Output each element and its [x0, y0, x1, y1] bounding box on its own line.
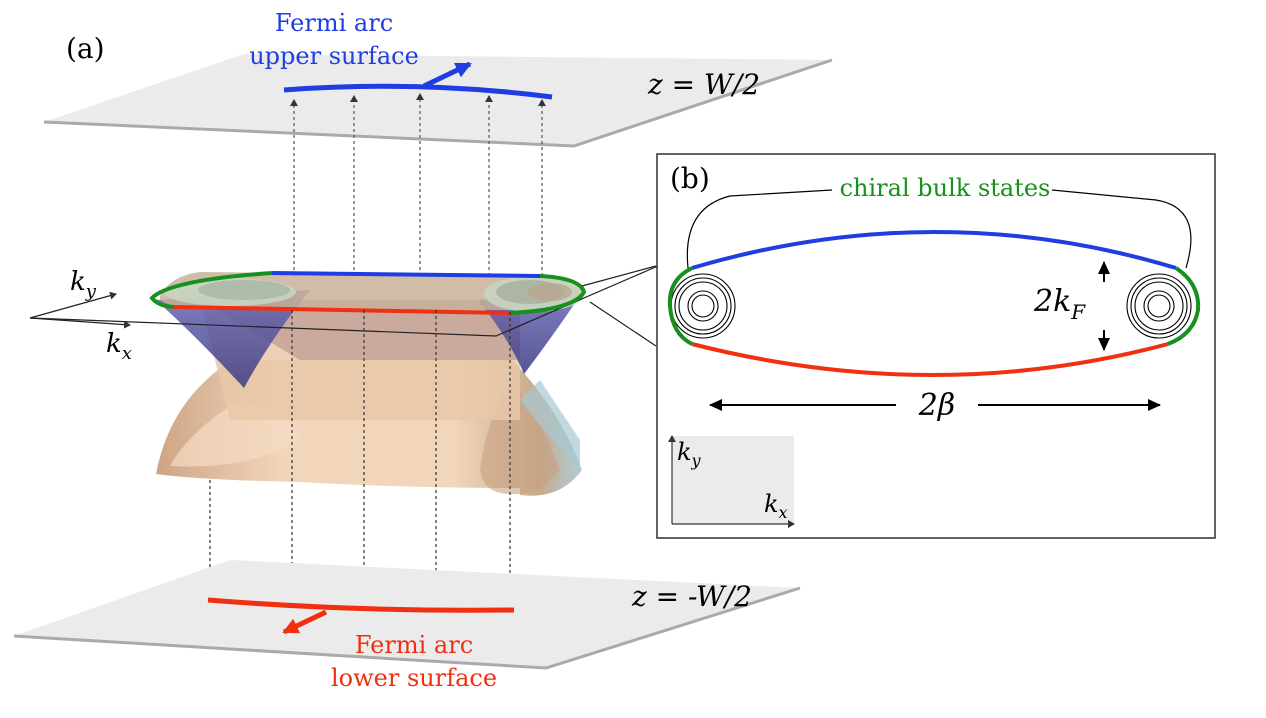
panel-b-axis-ky: ky — [677, 438, 702, 470]
left-green-arc — [667, 266, 693, 346]
upper-plane-label: z = W/2 — [647, 68, 760, 101]
panel-b-axis-kx: kx — [764, 490, 788, 522]
middle-plane — [29, 265, 659, 337]
panel-a-axis-ky: ky — [70, 267, 97, 302]
panel-b-axes-box — [672, 436, 794, 524]
panel-b-label: (b) — [670, 162, 710, 195]
chiral-bulk-label: chiral bulk states — [840, 174, 1051, 202]
panel-a-label: (a) — [66, 32, 105, 65]
upper-arc-label-line2: upper surface — [249, 42, 419, 70]
upper-fermi-arc — [283, 83, 553, 100]
kf-label: 2kF — [1033, 284, 1086, 324]
bulk-surface — [156, 272, 585, 496]
middle-green-right — [509, 274, 587, 315]
middle-blue-arc — [271, 271, 541, 278]
panel-b-blue-arc — [691, 230, 1177, 270]
panel-b-red-arc — [691, 342, 1169, 377]
middle-green-left — [149, 271, 273, 309]
lower-arc-label-line1: Fermi arc — [355, 631, 473, 659]
upper-arc-arrow — [422, 61, 472, 89]
lower-plane — [13, 560, 801, 670]
lower-fermi-arc — [207, 597, 515, 613]
right-weyl-node — [1126, 273, 1192, 339]
panel-a-axis-kx: kx — [106, 329, 132, 364]
beta-label: 2β — [918, 388, 955, 423]
upper-plane — [43, 54, 833, 148]
zoom-connectors — [581, 265, 657, 347]
lower-arc-arrow — [282, 609, 328, 635]
upper-projection-lines — [290, 93, 546, 276]
chiral-brace — [686, 189, 1192, 269]
lower-arc-label-line2: lower surface — [331, 664, 497, 692]
right-green-arc — [1167, 266, 1201, 346]
middle-red-arc — [173, 305, 511, 315]
lower-plane-label: z = -W/2 — [631, 580, 752, 613]
upper-arc-label-line1: Fermi arc — [275, 9, 393, 37]
